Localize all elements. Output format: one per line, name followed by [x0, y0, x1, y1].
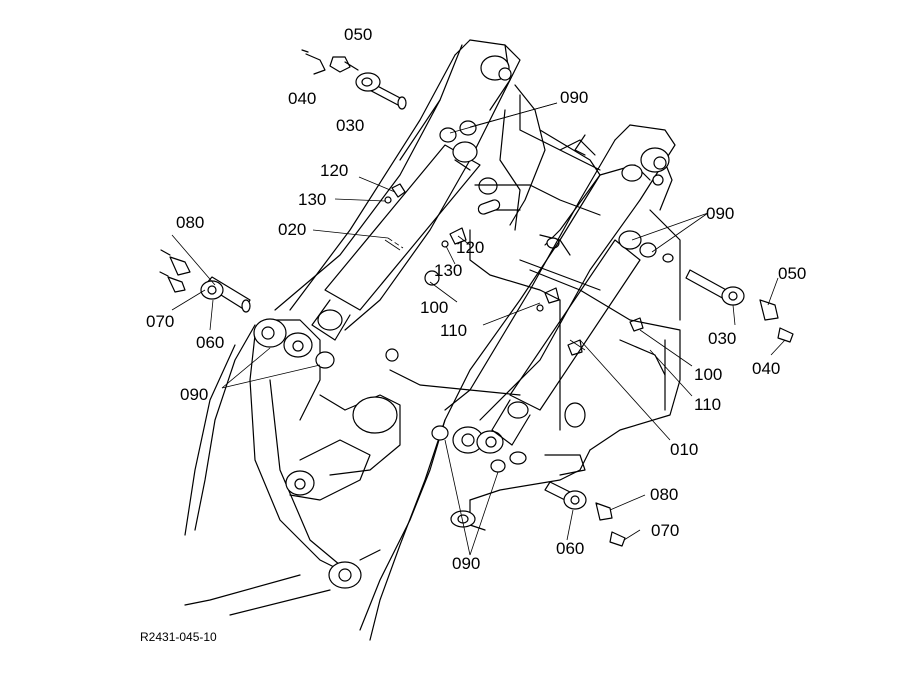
callout-090-right: 090: [706, 204, 734, 223]
callout-100-right: 100: [694, 365, 722, 384]
right-loader-arm: [359, 124, 681, 641]
right-hydraulic-cylinder: [491, 230, 657, 446]
callout-120-upper: 120: [320, 161, 348, 180]
fittings: [384, 183, 644, 356]
left-hydraulic-cylinder: [311, 141, 498, 341]
callout-130-upper: 130: [298, 190, 326, 209]
callout-030-upper: 030: [336, 116, 364, 135]
callout-070-left: 070: [146, 312, 174, 331]
callout-090-bottom: 090: [452, 554, 480, 573]
callout-130-lower: 130: [434, 261, 462, 280]
callout-080-left: 080: [176, 213, 204, 232]
callout-070-right: 070: [651, 521, 679, 540]
callout-020: 020: [278, 220, 306, 239]
callout-060-right: 060: [556, 539, 584, 558]
callout-040-upper: 040: [288, 89, 316, 108]
callout-080-right: 080: [650, 485, 678, 504]
callout-090-top: 090: [560, 88, 588, 107]
callout-labels: 050 040 030 090 120 130 020 120 130 080 …: [140, 25, 806, 644]
left-loader-arm: [184, 39, 521, 616]
callout-110-center: 110: [440, 321, 467, 340]
callout-120-lower: 120: [456, 238, 484, 257]
leader-lines: [171, 102, 786, 556]
callout-050-right: 050: [778, 264, 806, 283]
lower-left-pin-set: [159, 249, 335, 369]
drawing-reference-code: R2431-045-10: [140, 630, 217, 644]
callout-060-left: 060: [196, 333, 224, 352]
callout-030-right: 030: [708, 329, 736, 348]
right-pin-set: [662, 253, 794, 343]
callout-110-right: 110: [694, 395, 721, 414]
callout-040-right: 040: [752, 359, 780, 378]
callout-090-left: 090: [180, 385, 208, 404]
callout-050-upper: 050: [344, 25, 372, 44]
callout-100-center: 100: [420, 298, 448, 317]
lower-right-pin-set: [431, 425, 626, 547]
callout-010: 010: [670, 440, 698, 459]
